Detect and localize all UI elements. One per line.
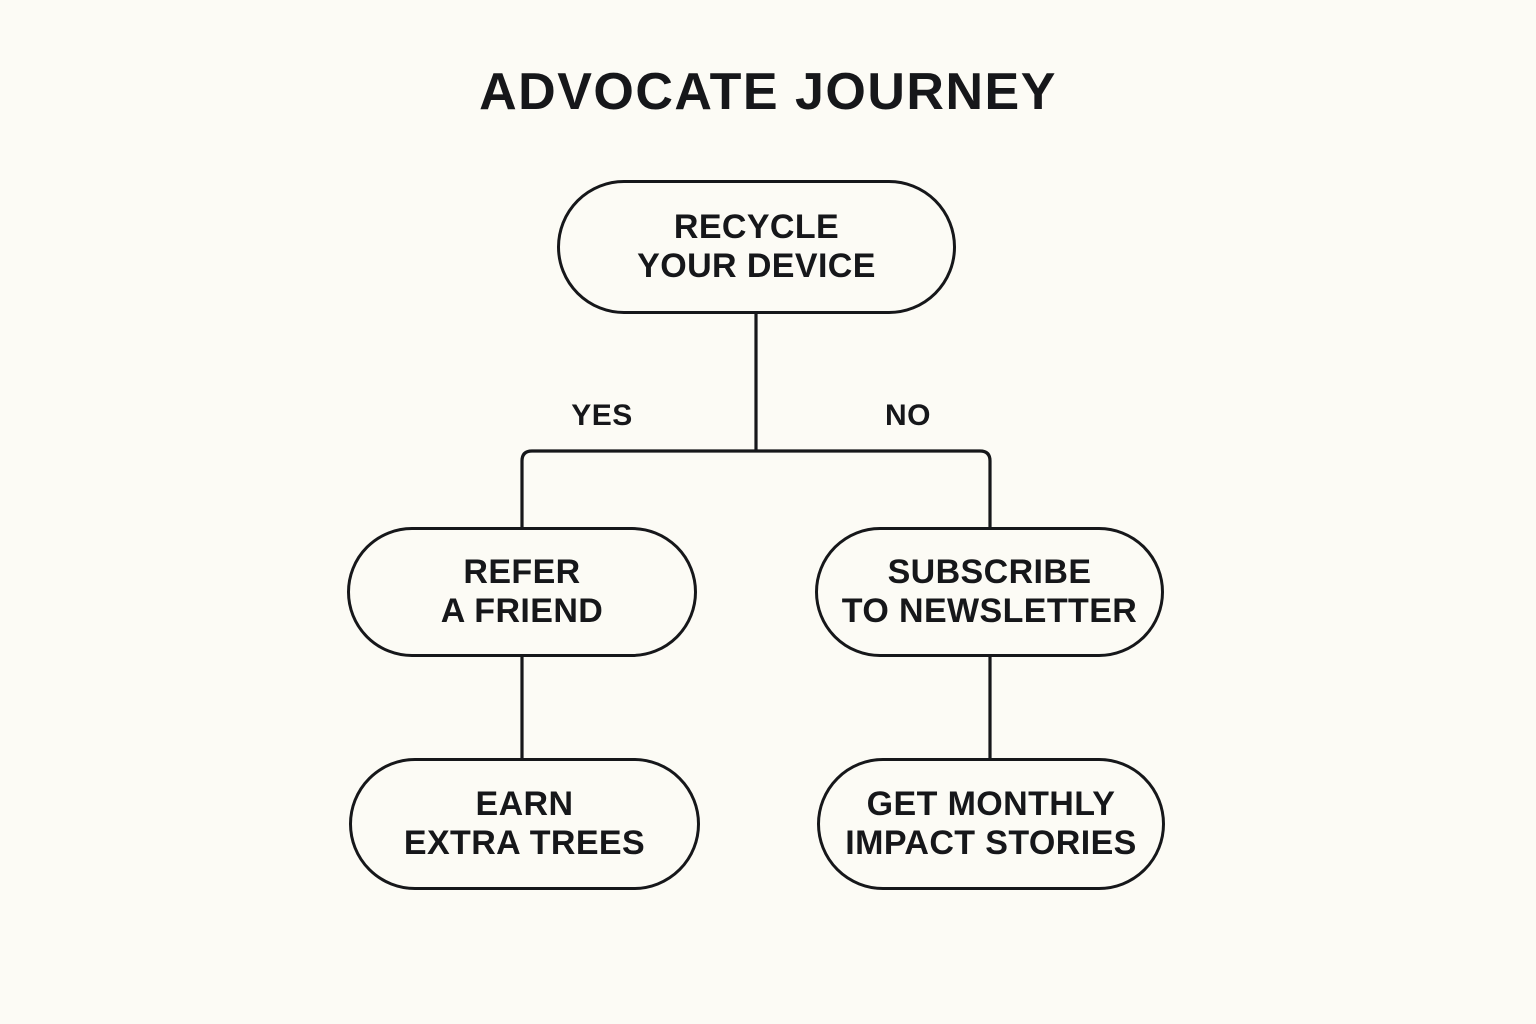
node-subscribe-line-1: SUBSCRIBE xyxy=(887,552,1092,591)
node-recycle-line-2: YOUR DEVICE xyxy=(637,247,876,285)
node-refer-line-1: REFER xyxy=(463,552,581,591)
edge-split-bar xyxy=(520,449,992,527)
branch-label-yes: YES xyxy=(571,399,633,432)
node-subscribe-to-newsletter[interactable]: SUBSCRIBE TO NEWSLETTER xyxy=(815,527,1164,657)
node-recycle-line-1: RECYCLE xyxy=(673,207,840,246)
node-recycle-your-device[interactable]: RECYCLE YOUR DEVICE xyxy=(557,180,956,314)
node-subscribe-line-2: TO NEWSLETTER xyxy=(841,592,1138,630)
node-earn-line-1: EARN xyxy=(475,784,574,823)
node-refer-a-friend[interactable]: REFER A FRIEND xyxy=(347,527,697,657)
node-earn-line-2: EXTRA TREES xyxy=(403,824,646,862)
node-stories-line-1: GET MONTHLY xyxy=(866,784,1116,823)
node-refer-line-2: A FRIEND xyxy=(440,592,604,630)
branch-label-no: NO xyxy=(885,399,931,432)
node-stories-line-2: IMPACT STORIES xyxy=(845,824,1137,862)
node-get-monthly-impact-stories[interactable]: GET MONTHLY IMPACT STORIES xyxy=(817,758,1165,890)
node-earn-extra-trees[interactable]: EARN EXTRA TREES xyxy=(349,758,700,890)
page-title: ADVOCATE JOURNEY xyxy=(479,63,1057,121)
